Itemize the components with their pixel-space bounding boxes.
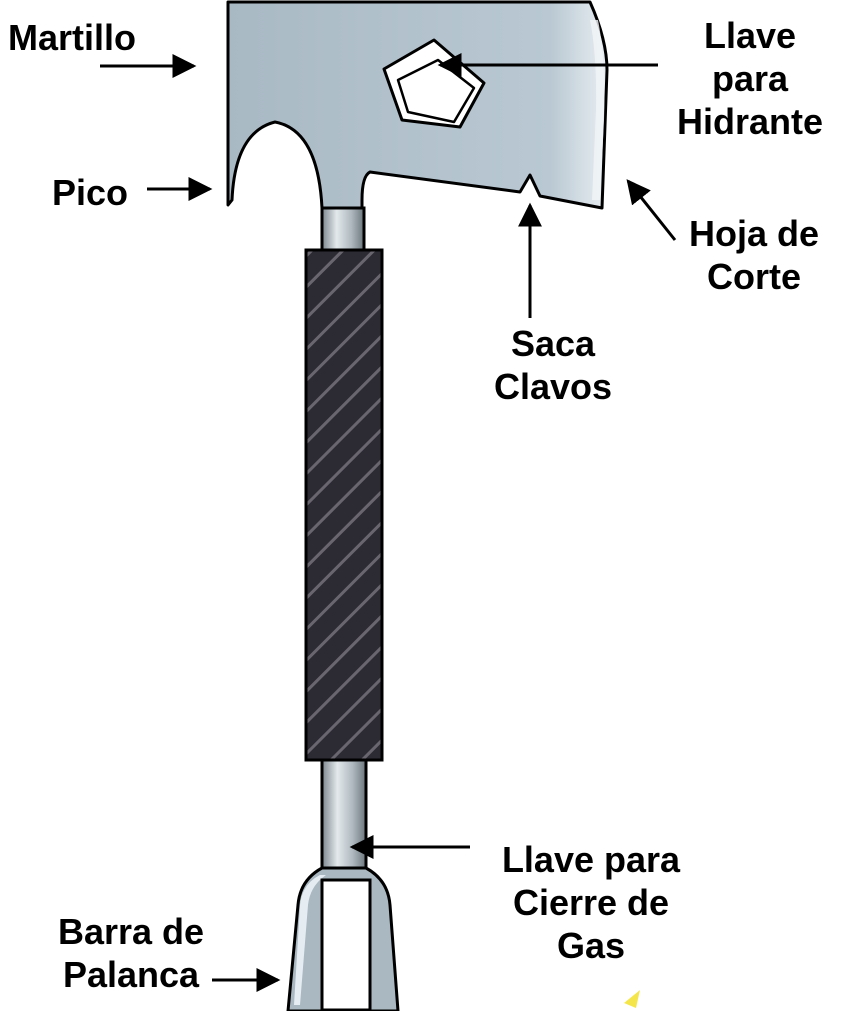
axe-head <box>226 0 609 210</box>
label-llave-hidrante-line-2: para <box>711 58 789 100</box>
label-llave-gas-line-2: Cierre de <box>512 882 670 924</box>
label-saca-clavos-line-1: Saca <box>510 323 596 364</box>
label-hoja-corte-line-1: Hoja de <box>688 213 820 254</box>
arrow-hoja-corte <box>626 179 677 241</box>
label-barra-palanca-line-2: Palanca <box>62 954 200 996</box>
lower-shaft <box>320 758 368 882</box>
label-barra-palanca-line-1: Barra de <box>57 911 205 952</box>
pry-bar-end <box>286 866 400 1011</box>
label-saca-clavos: Saca Clavos <box>478 322 628 408</box>
gas-valve-slot <box>320 878 372 1011</box>
label-martillo: Martillo <box>8 17 137 58</box>
label-saca-clavos-line-2: Clavos <box>493 366 613 408</box>
upper-shaft <box>320 206 366 256</box>
cursor-glint <box>624 990 640 1008</box>
label-hoja-corte-line-2: Corte <box>706 256 801 298</box>
label-llave-hidrante: Llave para Hidrante <box>664 14 836 144</box>
callout-arrows <box>100 53 677 992</box>
label-llave-hidrante-line-3: Hidrante <box>676 101 824 143</box>
label-llave-gas-line-3: Gas <box>556 925 626 967</box>
label-hoja-corte: Hoja de Corte <box>674 212 834 298</box>
handle-grip <box>304 248 384 762</box>
label-pico: Pico <box>52 172 129 213</box>
label-llave-gas-line-1: Llave para <box>501 839 681 880</box>
label-llave-hidrante-line-1: Llave <box>703 15 797 56</box>
label-llave-gas: Llave para Cierre de Gas <box>476 839 706 968</box>
label-barra-palanca: Barra de Palanca <box>38 910 224 996</box>
